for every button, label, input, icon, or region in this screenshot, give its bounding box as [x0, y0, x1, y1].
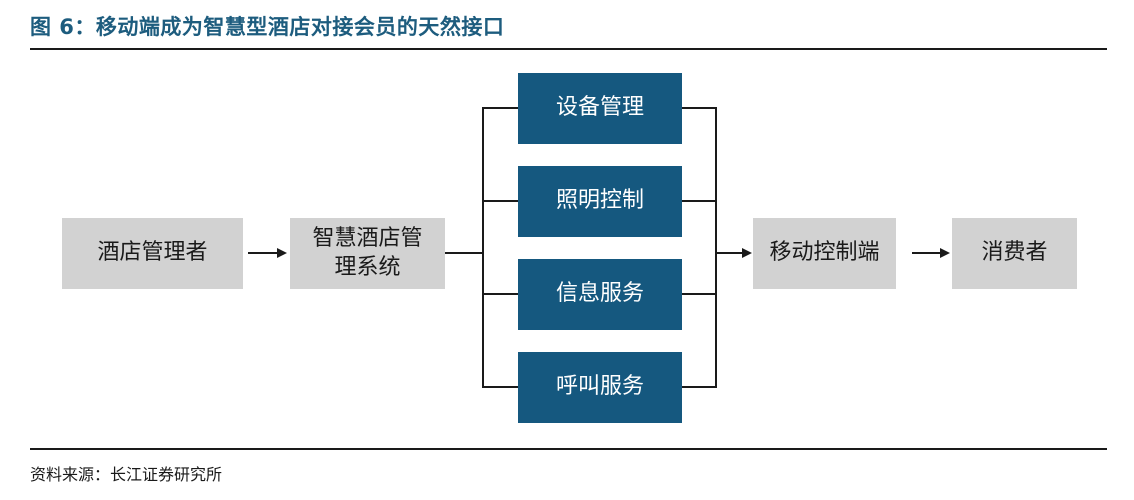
- node-service-call-service: 呼叫服务: [518, 352, 682, 423]
- node-service-lighting-control: 照明控制: [518, 166, 682, 237]
- node-hotel-manager: 酒店管理者: [62, 218, 243, 289]
- left-spine: [482, 107, 484, 388]
- right-spine: [715, 107, 717, 388]
- right-stub-lighting: [682, 200, 717, 202]
- right-stub-call: [682, 386, 717, 388]
- node-service-device-management: 设备管理: [518, 73, 682, 144]
- node-service-information-service: 信息服务: [518, 259, 682, 330]
- arrowhead-mobile-to-consumer: [940, 248, 950, 258]
- source-attribution: 资料来源：长江证券研究所: [30, 465, 223, 484]
- arrowhead-manager-to-system: [277, 248, 287, 258]
- right-stub-device: [682, 107, 717, 109]
- connector-system-to-spine: [445, 252, 483, 254]
- title-divider: [30, 48, 1107, 50]
- left-stub-device: [482, 107, 518, 109]
- figure-title: 图 6：移动端成为智慧型酒店对接会员的天然接口: [30, 15, 505, 39]
- source-divider: [30, 448, 1107, 450]
- left-stub-lighting: [482, 200, 518, 202]
- right-stub-info: [682, 293, 717, 295]
- arrowhead-spine-to-mobile: [742, 248, 752, 258]
- node-mobile-terminal: 移动控制端: [753, 218, 896, 289]
- left-stub-info: [482, 293, 518, 295]
- connector-manager-to-system: [248, 252, 277, 254]
- connector-spine-to-mobile: [715, 252, 742, 254]
- left-stub-call: [482, 386, 518, 388]
- node-smart-hotel-system: 智慧酒店管 理系统: [290, 218, 445, 289]
- node-consumer: 消费者: [952, 218, 1077, 289]
- connector-mobile-to-consumer: [912, 252, 940, 254]
